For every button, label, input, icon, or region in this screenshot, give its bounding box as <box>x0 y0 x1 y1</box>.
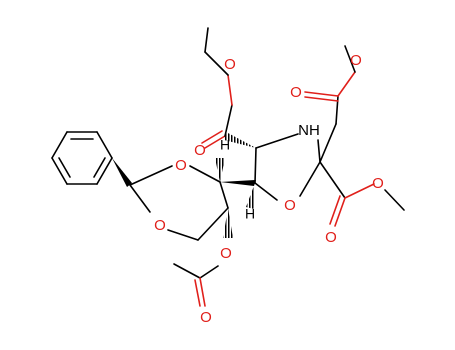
atom-oxygen: O <box>154 217 166 234</box>
acetate-group <box>173 263 219 307</box>
hash-bond <box>223 208 233 238</box>
atom-oxygen: O <box>194 142 206 159</box>
hash-bond <box>224 132 256 148</box>
methyl-ester <box>319 161 405 227</box>
atom-oxygen: O <box>284 197 296 214</box>
ethyl-ester <box>201 27 233 149</box>
dioxane-ring <box>129 165 229 241</box>
hash-bond <box>215 158 225 182</box>
atom-oxygen: O <box>220 245 232 262</box>
atom-oxygen: O <box>325 229 337 246</box>
phenyl-ring <box>51 131 113 185</box>
atom-oxygen: O <box>200 309 212 326</box>
wedge-bond <box>112 158 132 187</box>
atom-oxygen: O <box>372 175 384 192</box>
atom-oxygen: O <box>175 157 187 174</box>
oxazolidine-ring <box>254 133 321 201</box>
atom-oxygen: O <box>290 84 302 101</box>
atom-nitrogen: NH <box>298 122 320 139</box>
hash-bond <box>246 183 255 209</box>
methyl-acetate-arm <box>304 45 356 163</box>
atom-hydrogen: H <box>245 206 255 222</box>
atom-oxygen: O <box>224 56 236 73</box>
wedge-bond <box>220 180 256 186</box>
atom-hydrogen: H <box>220 137 230 153</box>
atom-oxygen: O <box>350 52 362 69</box>
